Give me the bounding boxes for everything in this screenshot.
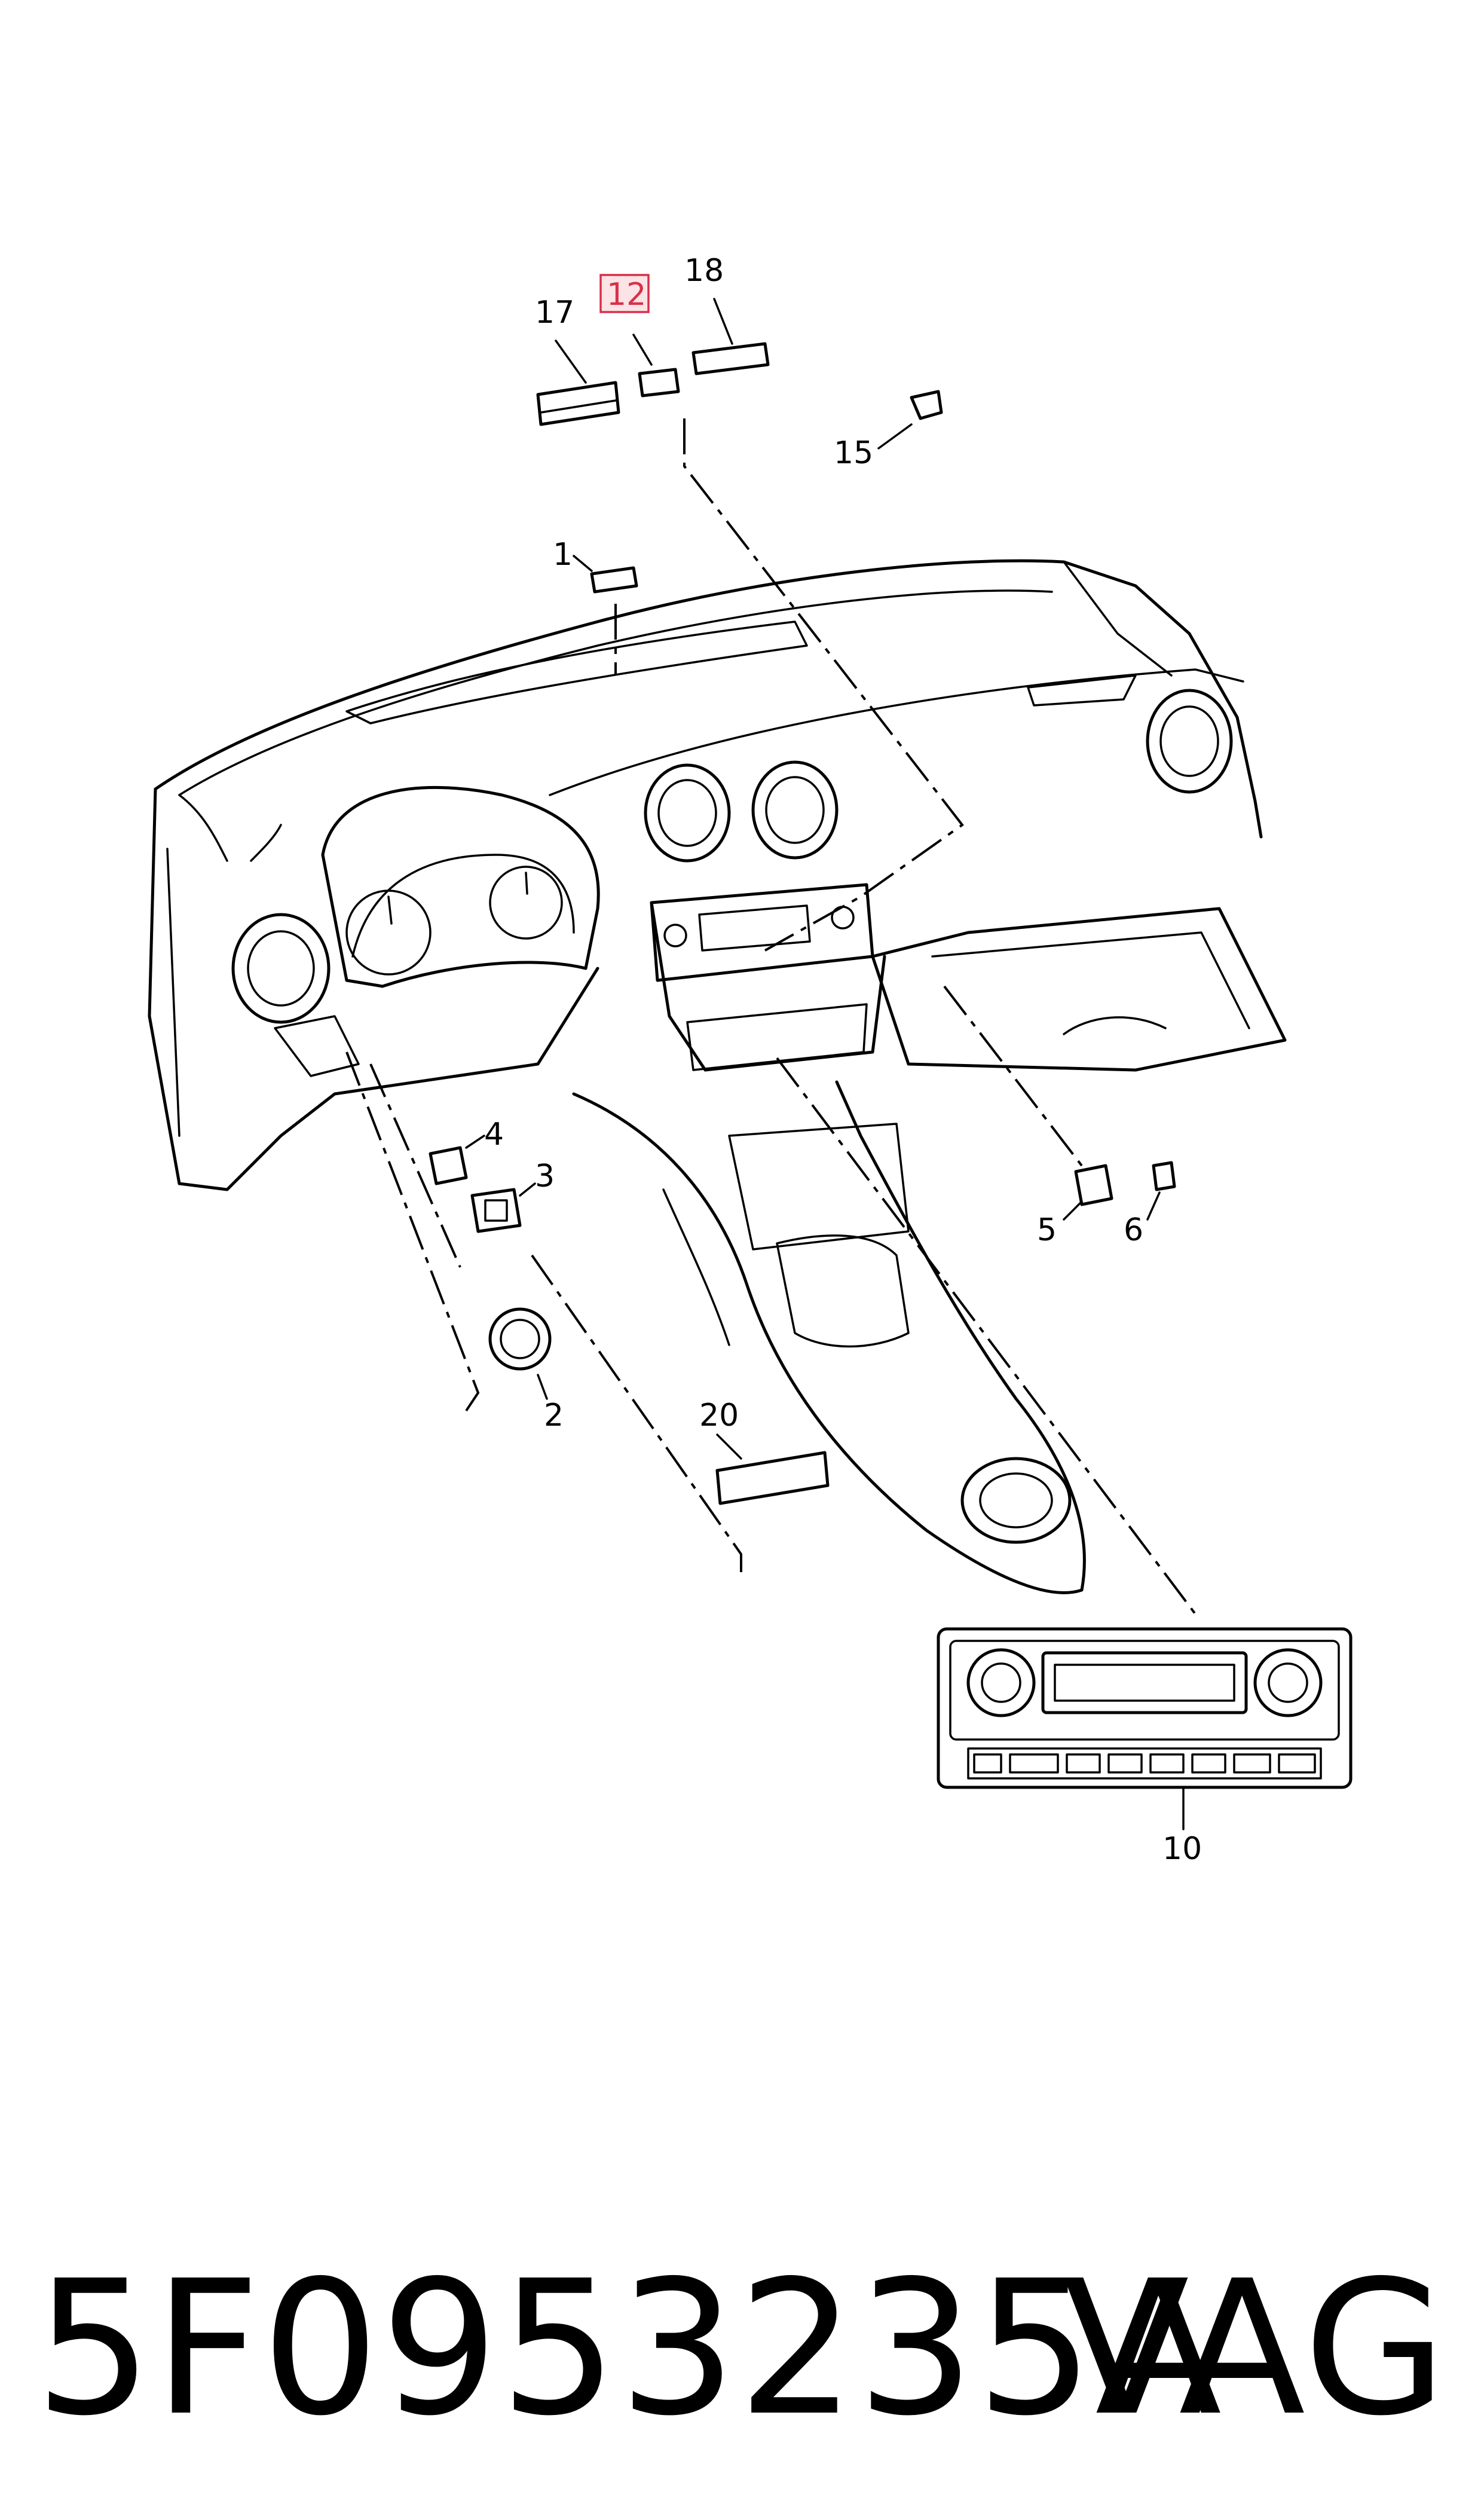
part-17 [536,340,620,426]
part-20 [715,1433,830,1505]
dashboard-assembly [148,559,1287,1191]
part-15 [877,390,943,450]
callout-2[interactable]: 2 [544,1398,564,1433]
part-number-label: 5F0953235A [35,2241,1223,2457]
callout-3[interactable]: 3 [535,1158,555,1194]
part-1 [573,555,638,594]
part-2 [488,1307,552,1400]
footer: 5F0953235A VAG [0,2212,1484,2487]
callout-1[interactable]: 1 [553,537,573,573]
leader-lines [345,418,1197,1615]
callout-10[interactable]: 10 [1162,1831,1202,1867]
callout-5[interactable]: 5 [1037,1212,1057,1248]
part-12 [632,334,680,398]
part-3 [470,1182,536,1233]
part-6 [1146,1161,1176,1221]
callout-12[interactable]: 12 [607,277,646,313]
callout-15[interactable]: 15 [834,435,873,471]
brand-label: VAG [1062,2241,1448,2457]
callout-17[interactable]: 17 [535,295,574,331]
part-18 [691,298,770,375]
part-4 [429,1135,485,1185]
callout-20[interactable]: 20 [699,1398,739,1433]
callout-12-highlight [599,274,650,313]
callout-4[interactable]: 4 [484,1117,504,1152]
callout-6[interactable]: 6 [1124,1212,1143,1248]
part-5 [1063,1164,1113,1221]
centre-console [572,1080,1086,1594]
climate-control-panel [937,1627,1353,1830]
callouts: 17 12 18 15 1 4 3 2 20 5 6 10 [484,253,1202,1867]
callout-18[interactable]: 18 [684,253,724,289]
